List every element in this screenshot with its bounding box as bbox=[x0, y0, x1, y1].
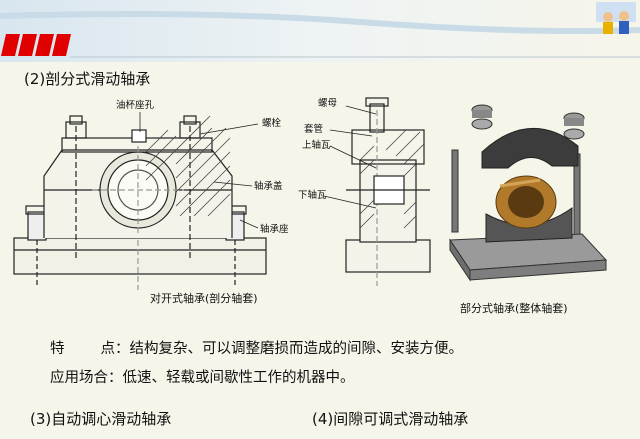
banner-stripes bbox=[1, 34, 71, 56]
features-label-left: 特 bbox=[50, 341, 65, 357]
label-upper-bush: 上轴瓦 bbox=[302, 139, 331, 151]
heading-self-aligning: (3)自动调心滑动轴承 bbox=[30, 410, 172, 428]
label-bearing-cap: 轴承盖 bbox=[254, 180, 283, 192]
label-bearing-seat: 轴承座 bbox=[260, 223, 289, 235]
label-nut: 螺母 bbox=[318, 98, 337, 109]
features-line: 特 点：结构复杂、可以调整磨损而造成的间隙、安装方便。 bbox=[50, 337, 463, 358]
bearing-figure: 油杯座孔 螺栓 轴承盖 轴承座 对开式轴承(剖分轴套) 螺母 套 bbox=[13, 97, 608, 315]
features-text: 结构复杂、可以调整磨损而造成的间隙、安装方便。 bbox=[129, 341, 464, 357]
front-view-drawing bbox=[13, 115, 267, 290]
applications-label: 应用场合： bbox=[50, 370, 123, 386]
applications-line: 应用场合：低速、轻载或间歇性工作的机器中。 bbox=[50, 366, 355, 387]
applications-text: 低速、轻载或间歇性工作的机器中。 bbox=[122, 370, 355, 386]
caption-split-bearing: 对开式轴承(剖分轴套) bbox=[150, 291, 258, 305]
iso-view-drawing bbox=[449, 104, 608, 282]
teacher-icon bbox=[596, 2, 636, 34]
header-banner bbox=[0, 0, 640, 62]
features-label-right: 点： bbox=[100, 341, 130, 357]
label-bolt: 螺栓 bbox=[262, 117, 282, 129]
label-lower-bush: 下轴瓦 bbox=[298, 189, 327, 201]
section-heading: (2)剖分式滑动轴承 bbox=[24, 70, 151, 88]
heading-adjustable-clearance: (4)间隙可调式滑动轴承 bbox=[312, 410, 469, 428]
label-sleeve: 套管 bbox=[304, 123, 323, 135]
label-oil-cup-hole: 油杯座孔 bbox=[116, 99, 155, 111]
side-view-drawing bbox=[345, 97, 431, 286]
caption-partial-bearing: 部分式轴承(整体轴套) bbox=[460, 301, 568, 315]
